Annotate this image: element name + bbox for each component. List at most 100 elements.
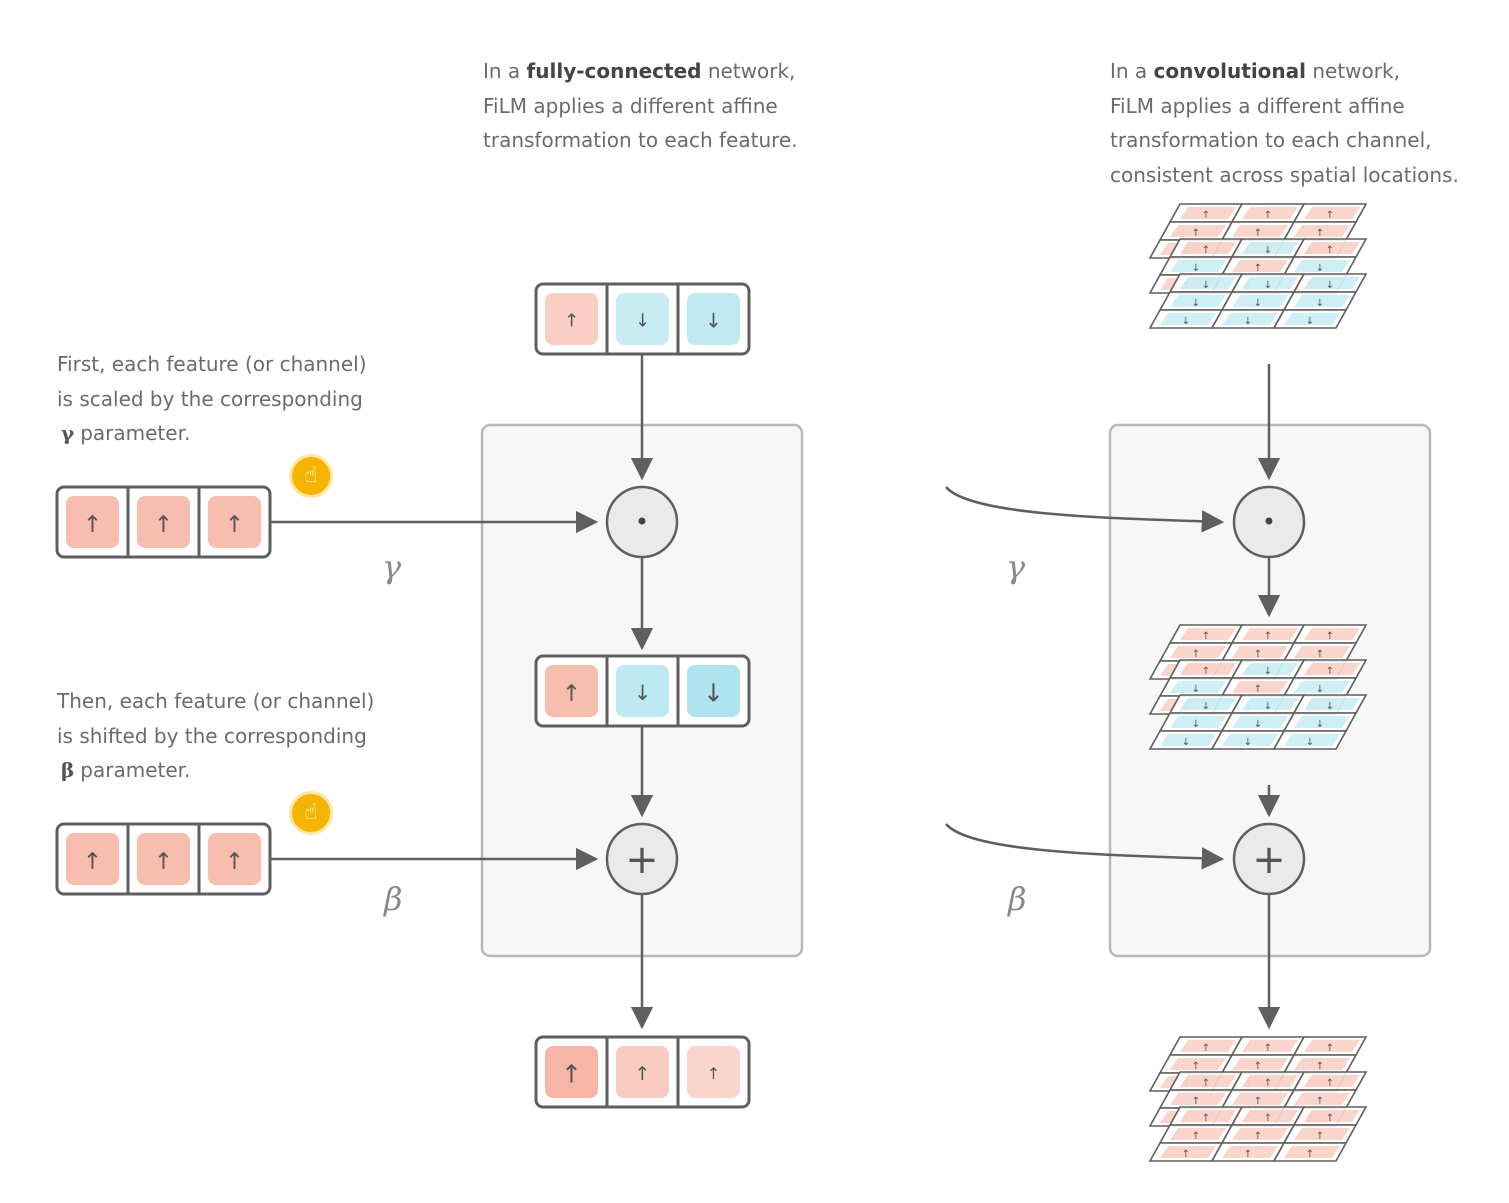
fc-caption-bold: fully-connected — [526, 59, 702, 83]
arrow-up-icon: ↑ — [1264, 210, 1272, 221]
feature-map-layer: ↓↓↓↓↓↓↓↓↓ — [1148, 273, 1368, 329]
arrow-down-icon: ↓ — [1192, 263, 1200, 274]
beta-caption-symbol: β — [61, 758, 75, 782]
feature-map-cell-fill-down — [1242, 663, 1298, 675]
conv-connectors — [945, 364, 1281, 1030]
beta-vector[interactable]: ↑↑↑ — [55, 822, 272, 896]
vector-cell-up — [545, 1046, 598, 1098]
conv-output-feature-maps: ↑↑↑↑↑↑↑↑↑↑↑↑↑↑↑↑↑↑↑↑↑↑↑↑↑↑↑ — [1148, 1036, 1368, 1162]
arrow-up-icon: ↑ — [83, 849, 102, 875]
beta-caption: Then, each feature (or channel) is shift… — [57, 684, 374, 788]
arrow-up-icon: ↑ — [1326, 1078, 1334, 1089]
feature-map-cell-fill-down — [1242, 242, 1298, 254]
arrow-up-icon: ↑ — [564, 311, 579, 332]
conv-caption: In a convolutional network, FiLM applies… — [1110, 54, 1459, 192]
arrow-down-icon: ↓ — [1202, 280, 1210, 291]
conv-caption-bold: convolutional — [1153, 59, 1306, 83]
arrow-down-icon: ↓ — [1326, 280, 1334, 291]
beta-caption-line2: is shifted by the corresponding — [57, 723, 367, 748]
hand-glyph: ☝ — [304, 463, 318, 488]
feature-map-cell-fill-up — [1160, 1146, 1216, 1158]
vector-cell-down — [616, 293, 669, 345]
arrow-up-icon: ↑ — [1326, 210, 1334, 221]
arrow-up-icon: ↑ — [1254, 1096, 1262, 1107]
feature-map-cell-fill-up — [1304, 207, 1360, 219]
feature-map-cell-fill-up — [1180, 1040, 1236, 1052]
fc-input-vector: ↑↓↓ — [534, 282, 751, 356]
feature-map-cell-fill-down — [1160, 734, 1216, 746]
beta-label-conv: β — [1008, 880, 1027, 918]
arrow-down-icon: ↓ — [1326, 701, 1334, 712]
beta-caption-tail: parameter. — [80, 758, 191, 782]
arrow-down-icon: ↓ — [1316, 298, 1324, 309]
conv-multiply-operator: • — [1232, 485, 1306, 559]
feature-map-cell-fill-down — [1294, 260, 1350, 272]
vector-cell-up — [545, 665, 598, 717]
fc-add-operator: + — [605, 822, 679, 896]
beta-label-fc: β — [384, 880, 403, 918]
feature-map-cell-fill-up — [1232, 1093, 1288, 1105]
feature-map-cell-fill-down — [1180, 277, 1236, 289]
feature-map-cell-fill-up — [1232, 1128, 1288, 1140]
feature-map-cell-fill-up — [1304, 663, 1360, 675]
fc-caption-post: network, — [701, 59, 796, 83]
arrow-up-icon: ↑ — [225, 512, 244, 538]
arrow-up-icon: ↑ — [1254, 1131, 1262, 1142]
arrow-down-icon: ↓ — [1192, 298, 1200, 309]
feature-map-cell-fill-up — [1232, 681, 1288, 693]
gamma-caption-line1: First, each feature (or channel) — [57, 352, 367, 376]
feature-map-cell-fill-up — [1170, 646, 1226, 658]
arrow-up-icon: ↑ — [1254, 684, 1262, 695]
feature-map-cell-fill-down — [1304, 698, 1360, 710]
feature-map-cell-fill-down — [1222, 313, 1278, 325]
feature-map-cell-fill-up — [1170, 1058, 1226, 1070]
arrow-up-icon: ↑ — [1192, 1061, 1200, 1072]
arrow-down-icon: ↓ — [1254, 719, 1262, 730]
vector-cell-down — [687, 665, 740, 717]
feature-map-cell-fill-up — [1304, 1110, 1360, 1122]
conv-caption-line4: consistent across spatial locations. — [1110, 162, 1459, 187]
feature-map-cell-fill-down — [1170, 295, 1226, 307]
gamma-vector[interactable]: ↑↑↑ — [55, 485, 272, 559]
arrow-up-icon: ↑ — [83, 512, 102, 538]
feature-map-cell-fill-up — [1180, 1075, 1236, 1087]
arrow-up-icon: ↑ — [1264, 631, 1272, 642]
gamma-caption-line2: is scaled by the corresponding — [57, 386, 363, 411]
feature-map-cell-fill-down — [1242, 277, 1298, 289]
arrow-up-icon: ↑ — [1254, 228, 1262, 239]
feature-map-cell-fill-up — [1232, 225, 1288, 237]
conv-multiply-symbol: • — [1262, 508, 1276, 536]
vector-cell-down — [616, 665, 669, 717]
feature-map-cell-fill-down — [1232, 716, 1288, 728]
conv-add-operator: + — [1232, 822, 1306, 896]
arrow-down-icon: ↓ — [1306, 316, 1314, 327]
gamma-label-fc: γ — [382, 548, 402, 586]
arrow-up-icon: ↑ — [1244, 1149, 1252, 1160]
arrow-up-icon: ↑ — [1202, 1113, 1210, 1124]
feature-map-cell-fill-up — [1304, 1075, 1360, 1087]
vector-cell-up — [616, 1046, 669, 1098]
beta-pointer-hand-icon[interactable]: ☝ — [289, 791, 333, 835]
conv-caption-pre: In a — [1110, 59, 1154, 83]
arrow-up-icon: ↑ — [561, 1060, 582, 1089]
feature-map-cell-fill-up — [1242, 628, 1298, 640]
arrow-up-icon: ↑ — [225, 849, 244, 875]
fc-add-symbol: + — [625, 837, 659, 883]
arrow-down-icon: ↓ — [1264, 245, 1272, 256]
gamma-pointer-hand-icon[interactable]: ☝ — [289, 454, 333, 498]
arrow-up-icon: ↑ — [1192, 1096, 1200, 1107]
feature-map-cell-fill-down — [1232, 295, 1288, 307]
arrow-up-icon: ↑ — [1202, 245, 1210, 256]
feature-map-cell-fill-up — [1294, 646, 1350, 658]
fc-caption-line3: transformation to each feature. — [483, 128, 798, 152]
arrow-up-icon: ↑ — [1254, 1061, 1262, 1072]
feature-map-cell-fill-down — [1284, 734, 1340, 746]
feature-map-cell-fill-down — [1242, 698, 1298, 710]
gamma-caption: First, each feature (or channel) is scal… — [57, 347, 367, 451]
vector-cell-up — [137, 496, 190, 548]
conv-caption-line3: transformation to each channel, — [1110, 128, 1432, 152]
arrow-up-icon: ↑ — [1192, 1131, 1200, 1142]
arrow-up-icon: ↑ — [1202, 1078, 1210, 1089]
feature-map-cell-fill-up — [1294, 225, 1350, 237]
feature-map-cell-fill-down — [1294, 295, 1350, 307]
